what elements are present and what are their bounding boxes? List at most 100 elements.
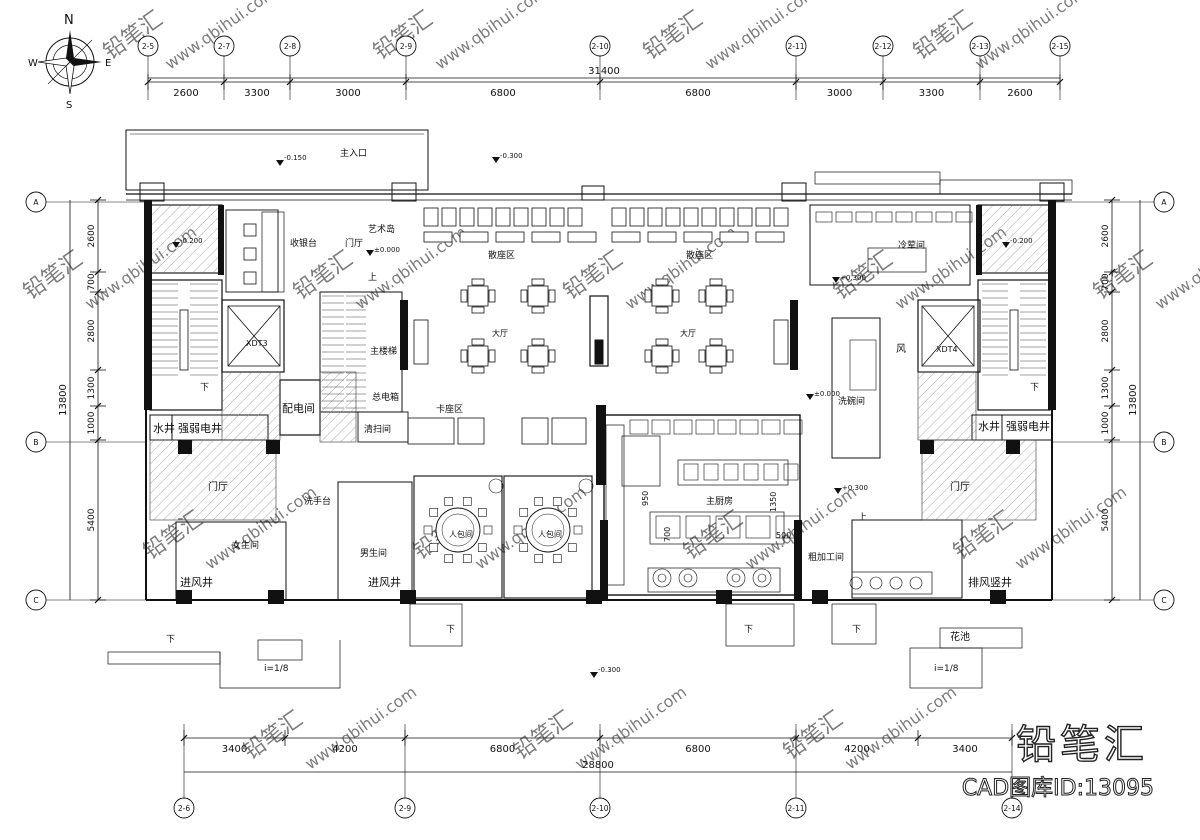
booth-seat xyxy=(567,207,583,227)
elev-ext-bottom: -0.300 xyxy=(598,666,621,674)
watermark-mark: 铅笔汇 xyxy=(19,247,87,305)
top-dim-value: 6800 xyxy=(490,88,515,99)
label-kitchen-dim-4: 500 xyxy=(776,531,791,540)
elev-wc-right: -0.200 xyxy=(1010,237,1033,245)
label-slope-right: i=1/8 xyxy=(934,664,959,674)
svg-text:B: B xyxy=(33,438,38,447)
svg-text:2-11: 2-11 xyxy=(787,42,804,51)
elev-ext-right: -0.300 xyxy=(500,152,523,160)
cashier-stool xyxy=(243,247,257,261)
top-dim-value: 3300 xyxy=(919,88,944,99)
watermark-layer: 铅笔汇www.qbihui.com铅笔汇www.qbihui.com铅笔汇www… xyxy=(19,0,1200,773)
label-foyer: 门厅 xyxy=(345,237,363,249)
bottom-dim-value: 6800 xyxy=(490,744,515,755)
four-top-table xyxy=(520,278,556,314)
kitchen-counter-unit xyxy=(629,419,649,435)
label-vip2: 人包间 xyxy=(538,529,562,539)
booth-seat xyxy=(459,207,475,227)
label-air-in-2: 进风井 xyxy=(368,575,401,589)
kitchen-wok-burner xyxy=(678,568,698,588)
right-dim-value: 5400 xyxy=(1101,508,1111,531)
axis-bubble-2-9: 2-9 xyxy=(394,797,416,819)
structural-columns xyxy=(144,200,1056,604)
left-dim-slash xyxy=(94,268,102,276)
label-down-4: 下 xyxy=(446,625,455,635)
top-dim-value: 3300 xyxy=(244,88,269,99)
rough-sink xyxy=(849,576,863,590)
label-exhaust: 排风竖井 xyxy=(968,575,1012,589)
label-main-stair: 主楼梯 xyxy=(370,345,397,357)
brand-watermark: 铅笔汇 xyxy=(1015,721,1148,768)
watermark-mark: 铅笔汇 xyxy=(679,507,747,565)
axis-bubble-row-C-right: C xyxy=(1153,589,1175,611)
label-male: 男生间 xyxy=(360,547,387,559)
label-hall-right: 大厅 xyxy=(680,328,696,338)
round-table-2 xyxy=(513,478,594,563)
elev-ext-top: -0.150 xyxy=(284,154,307,162)
label-cashier: 收银台 xyxy=(290,237,317,249)
label-up-1: 上 xyxy=(368,272,377,283)
north-compass: N S W E xyxy=(28,13,111,111)
watermark-mark: 铅笔汇 xyxy=(779,707,847,765)
booth-seat xyxy=(647,207,663,227)
cad-id-watermark: CAD图库ID:13095 xyxy=(961,776,1154,802)
label-cleaning: 清扫间 xyxy=(364,423,391,435)
left-dim-value: 1300 xyxy=(87,376,97,399)
watermark-mark: 铅笔汇 xyxy=(639,7,707,65)
label-shaft: 风 xyxy=(896,343,906,355)
kitchen-counter-unit xyxy=(651,419,671,435)
kitchen-wok-burner xyxy=(752,568,772,588)
watermark-mark: 铅笔汇 xyxy=(369,7,437,65)
right-dim-value: 1000 xyxy=(1101,411,1111,434)
label-cold-room: 冷荤间 xyxy=(898,239,925,251)
rough-sink xyxy=(889,576,903,590)
bottom-dim-value: 4200 xyxy=(844,744,869,755)
svg-text:2-15: 2-15 xyxy=(1051,42,1068,51)
stair-treads xyxy=(152,283,1046,409)
axis-bubble-2-12: 2-12 xyxy=(872,35,894,57)
svg-text:2-10: 2-10 xyxy=(591,42,608,51)
kitchen-counter-unit xyxy=(761,419,781,435)
axis-bubble-row-A-left: A xyxy=(25,191,47,213)
left-dim-value: 700 xyxy=(87,273,97,290)
watermark-url: www.qbihui.com xyxy=(701,0,820,73)
room-labels: 主入口 收银台 门厅 艺术岛 散座区 散座区 大厅 大厅 主楼梯 卡座区 总电箱… xyxy=(153,147,1050,643)
label-female: 女生间 xyxy=(232,539,259,551)
elevation-marks: -0.150 -0.300 -0.300 -0.200 -0.200 ±0.00… xyxy=(172,152,1033,678)
booth-table xyxy=(611,231,641,243)
axis-bubble-2-14: 2-14 xyxy=(1001,797,1023,819)
booth-seat xyxy=(477,207,493,227)
left-dim-value: 2800 xyxy=(87,319,97,342)
label-hall-left: 大厅 xyxy=(492,328,508,338)
four-top-table xyxy=(520,338,556,374)
right-dim-value: 1300 xyxy=(1101,376,1111,399)
side-bench xyxy=(413,319,429,365)
axis-bubble-2-7: 2-7 xyxy=(213,35,235,57)
right-dim-slash xyxy=(1108,402,1116,410)
booth-seat xyxy=(531,207,547,227)
rough-sink xyxy=(869,576,883,590)
booth-seat xyxy=(441,207,457,227)
watermark-mark: 铅笔汇 xyxy=(99,7,167,65)
four-top-table xyxy=(644,338,680,374)
kitchen-counter-unit xyxy=(783,419,803,435)
svg-text:A: A xyxy=(33,198,39,207)
svg-text:B: B xyxy=(1161,438,1166,447)
kitchen-equipment xyxy=(629,211,973,590)
booth-seat xyxy=(495,207,511,227)
left-dim-value: 2600 xyxy=(87,224,97,247)
elev-kitchen-2: +0.300 xyxy=(840,274,866,282)
label-rough: 粗加工间 xyxy=(808,551,844,563)
bottom-dim-value: 3400 xyxy=(952,744,977,755)
compass-s-label: S xyxy=(66,100,72,111)
left-dim-slash xyxy=(94,288,102,296)
kitchen-wok-burner xyxy=(726,568,746,588)
booth-table xyxy=(719,231,749,243)
watermark-mark: 铅笔汇 xyxy=(1089,247,1157,305)
four-top-table xyxy=(698,338,734,374)
booth-table xyxy=(755,231,785,243)
